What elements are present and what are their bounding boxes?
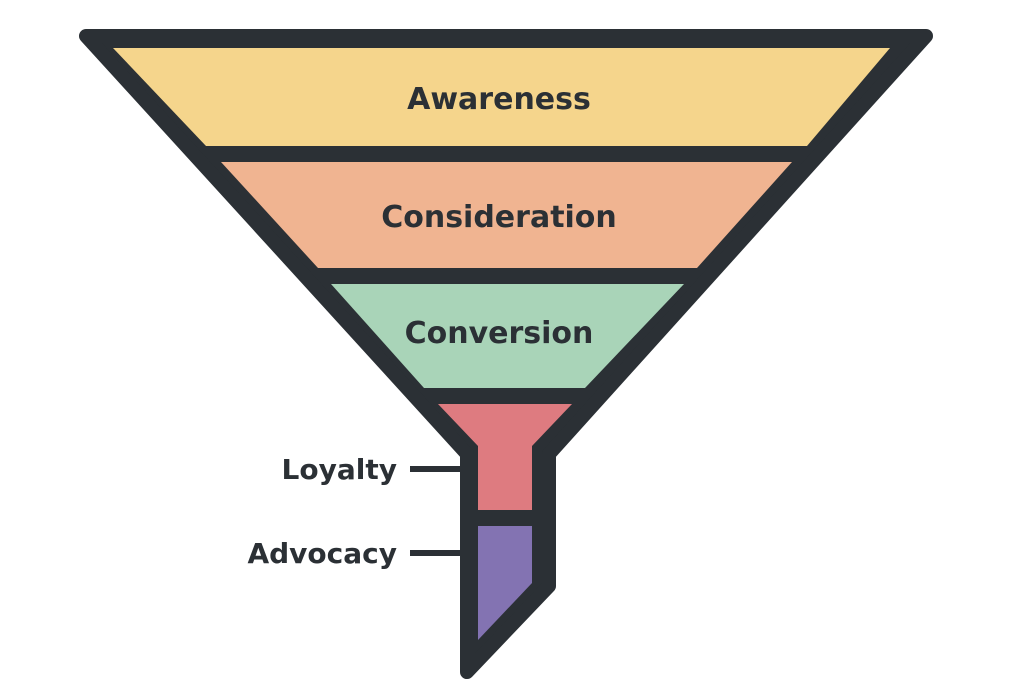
conversion-label: Conversion [405, 316, 594, 351]
funnel-stage-awareness [113, 48, 890, 146]
funnel-stage-consideration [221, 162, 792, 268]
consideration-label: Consideration [381, 200, 617, 235]
advocacy-label: Advocacy [247, 537, 397, 570]
loyalty-label: Loyalty [282, 453, 397, 486]
awareness-label: Awareness [407, 82, 591, 117]
funnel-stage-conversion [331, 284, 684, 388]
funnel-stage-advocacy [478, 526, 532, 640]
funnel-stage-loyalty [438, 404, 572, 510]
